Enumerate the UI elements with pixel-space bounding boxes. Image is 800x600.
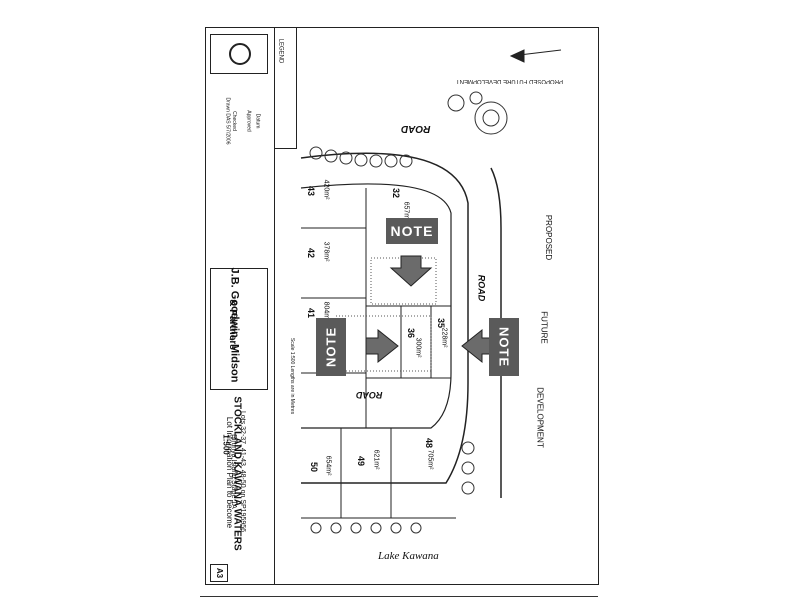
lengths-note: Scale 1:500 Lengths are in Metres [289, 337, 296, 415]
plan-sheet: Drawn DAS 5/7/2006 Checked Approved Datu… [205, 27, 599, 585]
future-dev-label: PROPOSED FUTURE DEVELOPMENT [456, 78, 564, 84]
lot-43: 43 [306, 185, 317, 197]
north-arrow-icon [509, 49, 562, 63]
road-label-top: ROAD [401, 123, 431, 134]
copyright-icon [229, 43, 251, 65]
lot-50-area: 654m² [324, 455, 332, 476]
lot-42: 42 [306, 247, 317, 259]
road-outer [490, 167, 502, 498]
lot-42-area: 378m² [322, 241, 330, 262]
road-label-bottom: ROAD [356, 390, 383, 400]
future-dev-3: DEVELOPMENT [535, 387, 545, 448]
copyright-box [210, 34, 268, 74]
road-curve-inner [300, 183, 452, 429]
lot-43-area: 420m² [322, 179, 330, 200]
title-block: Drawn DAS 5/7/2006 Checked Approved Datu… [206, 28, 275, 584]
lot-32: 32 [391, 187, 402, 199]
site-plan [300, 49, 562, 534]
tree-cluster [309, 91, 508, 534]
lake-label: Lake Kawana [378, 550, 439, 562]
lot-36: 36 [406, 327, 417, 339]
lot-49: 49 [356, 455, 367, 467]
lot-48-area: 705m² [426, 449, 434, 470]
lot-35: 35 [436, 317, 447, 329]
lot-36-area: 300m² [414, 337, 422, 358]
firm-box: J.B. Goodwin, Midson & Partners [210, 268, 268, 390]
arrow-down-icon [389, 255, 433, 287]
note-left: NOTE [316, 318, 346, 376]
lot-35-area: 228m² [440, 327, 448, 348]
lot-49-area: 621m² [372, 449, 380, 470]
arrow-right-icon [365, 328, 399, 364]
road-label-mid: ROAD [476, 274, 487, 302]
future-dev-1: PROPOSED [544, 214, 554, 261]
page-baseline [200, 596, 598, 597]
note-right: NOTE [489, 318, 519, 376]
note-top: NOTE [386, 218, 438, 244]
lot-48: 48 [424, 437, 435, 449]
road-curve [300, 152, 469, 484]
legend-column: LEGEND [274, 28, 297, 149]
lot-41: 41 [306, 307, 317, 319]
lot-50: 50 [309, 461, 320, 473]
future-dev-2: FUTURE [539, 311, 549, 344]
